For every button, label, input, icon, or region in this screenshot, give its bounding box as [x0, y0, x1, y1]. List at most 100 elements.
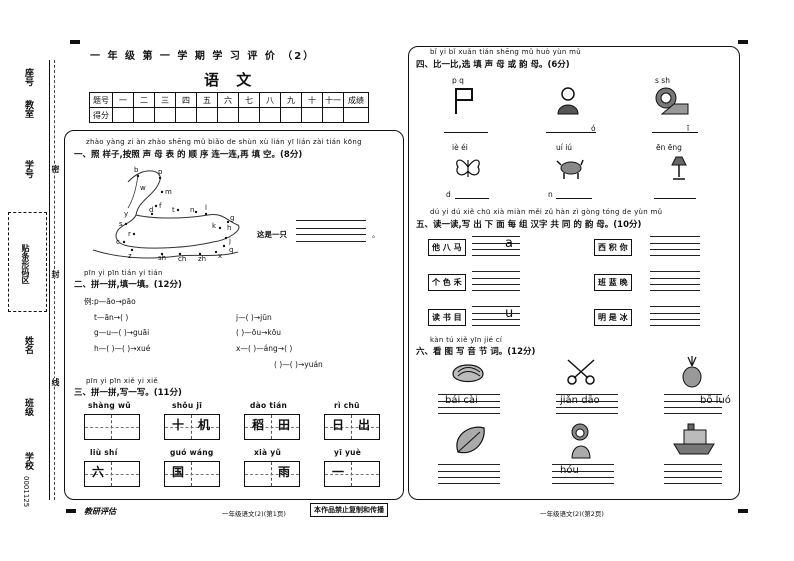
score-input[interactable] — [217, 107, 239, 123]
score-input[interactable] — [322, 107, 344, 123]
q6-answer: bái cài — [445, 395, 478, 406]
score-input[interactable] — [259, 107, 281, 123]
score-input[interactable] — [238, 107, 260, 123]
score-cell: 一 — [112, 92, 134, 108]
score-cell: 三 — [154, 92, 176, 108]
q5-answer-lines[interactable] — [472, 236, 520, 256]
tianzige-grid[interactable]: 一 — [324, 461, 380, 487]
q5-answer-lines[interactable] — [650, 306, 700, 326]
q3-title: 三、拼一拼,写一写。(11分) — [74, 388, 182, 398]
barcode-area-label: 贴条形码区 — [21, 244, 30, 284]
q3-word-pinyin: shǒu jī — [172, 401, 203, 410]
q1-pinyin: zhào yàng zi àn zhào shēng mǔ biǎo de sh… — [86, 138, 362, 146]
letter-label: sh — [158, 254, 166, 262]
score-cell: 二 — [133, 92, 155, 108]
q5-pinyin: dú yi dú xiě chū xià miàn měi zǔ hàn zì … — [430, 208, 663, 216]
score-input[interactable] — [343, 107, 369, 123]
q6-answer-lines[interactable] — [438, 464, 500, 484]
q4-blank[interactable] — [546, 132, 596, 133]
score-input[interactable] — [280, 107, 302, 123]
q1-end-mark: 。 — [372, 230, 380, 239]
letter-label: w — [140, 184, 146, 192]
score-input[interactable] — [112, 107, 134, 123]
q6-answer-lines[interactable] — [664, 464, 722, 484]
q6-answer: hóu — [560, 465, 579, 476]
q6-answer-lines[interactable] — [664, 394, 722, 414]
score-cell: 题号 — [89, 92, 113, 108]
q5-answer: u — [505, 306, 514, 321]
letter-label: t — [172, 206, 175, 214]
score-input[interactable] — [196, 107, 218, 123]
side-code: 0001125 — [22, 476, 30, 508]
q3-pinyin: pīn yi pīn xiě yi xiě — [86, 377, 159, 385]
score-input[interactable] — [133, 107, 155, 123]
q4-blank[interactable] — [455, 198, 489, 199]
letter-label: r — [128, 230, 131, 238]
q2-item[interactable]: ( )—( )→yuán — [274, 360, 323, 369]
name-label: 班级 — [23, 398, 33, 416]
score-input[interactable] — [175, 107, 197, 123]
q4-options: iè éi — [452, 143, 468, 152]
grid-char: 雨 — [278, 465, 291, 479]
tianzige-grid[interactable]: 雨 — [244, 461, 300, 487]
q2-example: 例:p—āo→pāo — [84, 297, 136, 306]
q5-answer-lines[interactable] — [650, 236, 700, 256]
pineapple-icon — [682, 356, 702, 388]
tianzige-grid[interactable]: 国 — [164, 461, 220, 487]
letter-label: z — [128, 252, 132, 260]
q2-item[interactable]: j—( )→jūn — [236, 313, 272, 322]
score-cell: 七 — [238, 92, 260, 108]
tianzige-grid[interactable]: 日 出 — [324, 414, 380, 440]
letter-label: p — [158, 168, 163, 176]
tianzige-grid[interactable] — [84, 414, 140, 440]
score-input[interactable] — [154, 107, 176, 123]
tianzige-grid[interactable]: 十 机 — [164, 414, 220, 440]
q4-pinyin: bǐ yi bǐ xuǎn tián shēng mǔ huò yùn mǔ — [430, 48, 581, 56]
q4-blank[interactable] — [652, 132, 698, 133]
classroom-label: 教室 — [23, 100, 33, 118]
tianzige-grid[interactable]: 六 — [84, 461, 140, 487]
q4-options: ēn ēng — [656, 143, 682, 152]
score-cell: 五 — [196, 92, 218, 108]
letter-label: b — [134, 166, 139, 174]
score-cell: 六 — [217, 92, 239, 108]
footer-notice: 本作品禁止复制和传播 — [310, 503, 388, 517]
q2-item[interactable]: ( )—ōu→kōu — [236, 328, 282, 337]
q4-title: 四、比一比,选 填 声 母 或 韵 母。(6分) — [416, 60, 570, 70]
q2-item[interactable]: g—u—( )→guāi — [94, 328, 150, 337]
letter-label: k — [212, 222, 217, 230]
score-input[interactable] — [301, 107, 323, 123]
q4-blank[interactable] — [556, 198, 592, 199]
q1-answer-lines[interactable] — [296, 220, 366, 242]
q4-blank[interactable] — [654, 198, 696, 199]
grid-char: 六 — [92, 465, 105, 479]
score-cell: 九 — [280, 92, 302, 108]
q4-options: uí iú — [556, 143, 573, 152]
q5-answer-lines[interactable] — [472, 306, 520, 326]
grid-char: 机 — [198, 418, 211, 432]
q4-hint: ī — [687, 124, 690, 133]
score-cell: 得分 — [89, 107, 113, 123]
q3-word-pinyin: liù shí — [90, 448, 118, 457]
q5-char-group: 读 书 目 — [428, 309, 466, 326]
left-question-panel — [64, 130, 404, 500]
corner-mark — [70, 40, 80, 44]
letter-label: q — [229, 246, 233, 254]
tianzige-grid[interactable]: 稻 田 — [244, 414, 300, 440]
bull-icon — [556, 159, 584, 179]
q6-answer-lines[interactable] — [556, 394, 618, 414]
q4-blank[interactable] — [444, 132, 488, 133]
score-cell: 十一 — [322, 92, 344, 108]
q5-title: 五、读一读,写 出 下 面 每 组 汉字 共 同 的 韵 母。(10分) — [416, 220, 642, 230]
q5-answer-lines[interactable] — [650, 271, 700, 291]
q2-item[interactable]: h—( )—( )→xué — [94, 344, 151, 353]
letter-label: ch — [178, 255, 186, 263]
monkey-icon — [571, 423, 591, 459]
corner-mark — [738, 40, 748, 44]
q5-answer-lines[interactable] — [472, 271, 520, 291]
q2-item[interactable]: x—( )—áng→( ) — [236, 344, 293, 353]
q2-item[interactable]: t—ān→( ) — [94, 313, 129, 322]
q6-answer-lines[interactable] — [438, 394, 500, 414]
q6-answer-lines[interactable] — [552, 464, 614, 484]
letter-label: g — [230, 214, 234, 222]
